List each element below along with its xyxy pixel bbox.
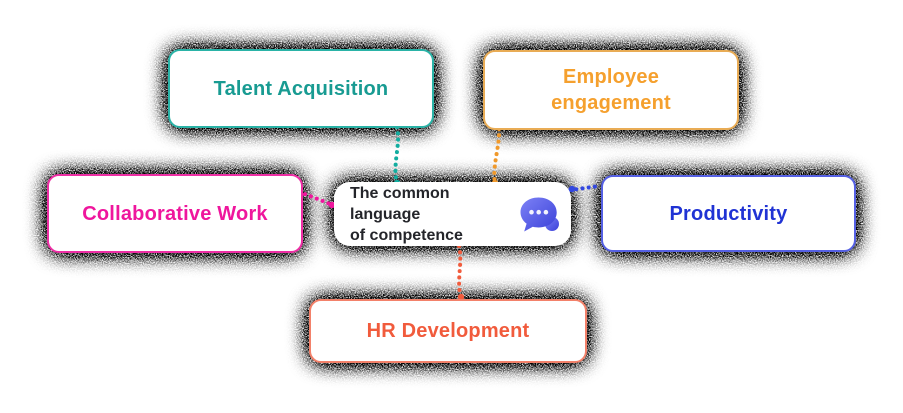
node-label: Talent Acquisition — [213, 77, 389, 100]
node-productivity: Productivity — [601, 175, 856, 252]
node-label: Employee engagement — [551, 66, 671, 114]
connector-talent-acquisition — [393, 125, 400, 185]
node-label: Collaborative Work — [82, 202, 268, 225]
node-label: Productivity — [669, 202, 788, 225]
node-employee-engagement: Employee engagement — [483, 50, 739, 130]
center-label-line1: The common language — [350, 184, 450, 223]
node-talent-acquisition: Talent Acquisition — [168, 49, 434, 128]
chat-bubble-dots — [529, 209, 549, 215]
node-collaborative-work: Collaborative Work — [47, 174, 303, 253]
center-label-line2: of competence — [350, 226, 463, 244]
connector-hr-development — [457, 244, 463, 300]
connector-productivity — [568, 184, 603, 192]
center-label: The common language of competence — [350, 183, 513, 246]
center-node: The common language of competence — [334, 182, 571, 246]
chat-bubble-icon — [520, 197, 559, 232]
node-hr-development: HR Development — [309, 299, 587, 363]
connector-collaborative-work — [297, 190, 334, 207]
connector-employee-engagement — [492, 127, 502, 185]
node-label: HR Development — [366, 320, 530, 342]
